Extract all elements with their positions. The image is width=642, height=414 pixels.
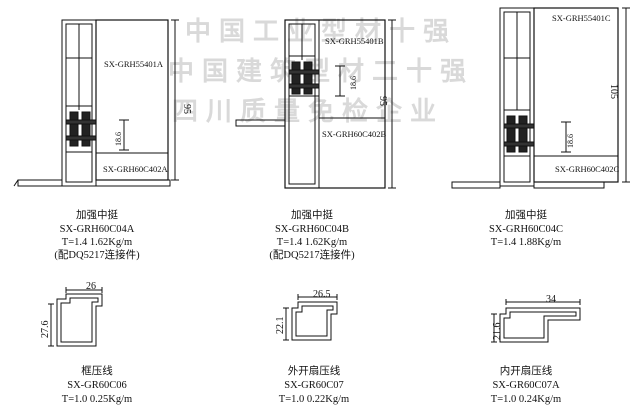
profile-b-caption-name: 加强中挺 <box>291 208 333 221</box>
profile-b-caption-note: (配DQ5217连接件) <box>269 248 355 261</box>
bead-frame-height-dim: 27.6 <box>40 321 51 339</box>
bead-frame-width-dim: 26 <box>86 281 96 292</box>
bead-outward-sash-caption-code: SX-GR60C07 <box>284 380 344 391</box>
profile-c-caption-name: 加强中挺 <box>505 208 547 221</box>
profile-b-height-dim: 95 <box>377 96 388 106</box>
profile-c-inner-dim: 18.6 <box>566 134 575 148</box>
watermark-line-3: 四川质量免检企业 <box>172 96 444 127</box>
bead-inward-sash-caption-code: SX-GR60C07A <box>492 380 560 391</box>
bead-frame-caption-spec: T=1.0 0.25Kg/m <box>62 394 132 405</box>
bead-outward-sash <box>283 294 338 341</box>
profile-c-bottom-label: SX-GRH60C402C <box>555 164 620 174</box>
bead-outward-sash-caption: 外开扇压线 SX-GR60C07 T=1.0 0.22Kg/m <box>279 364 349 405</box>
watermark-line-1: 中国工业型材十强 <box>185 17 457 47</box>
bead-outward-sash-width-dim: 26.5 <box>313 289 331 300</box>
bead-inward-sash-width-dim: 34 <box>546 294 556 305</box>
profile-a-caption: 加强中挺 SX-GRH60C04A T=1.4 1.62Kg/m (配DQ521… <box>54 208 140 261</box>
profile-b-caption: 加强中挺 SX-GRH60C04B T=1.4 1.62Kg/m (配DQ521… <box>269 208 355 261</box>
profile-a-height-dim: 95 <box>181 104 192 114</box>
profile-a-caption-note: (配DQ5217连接件) <box>54 248 140 261</box>
bead-frame-caption-name: 框压线 <box>81 364 113 377</box>
bead-frame-caption-code: SX-GR60C06 <box>67 380 127 391</box>
profile-c-top-label: SX-GRH55401C <box>552 13 611 23</box>
profile-c-caption: 加强中挺 SX-GRH60C04C T=1.4 1.88Kg/m <box>489 208 563 248</box>
bead-inward-sash <box>491 299 581 343</box>
profile-a-caption-code: SX-GRH60C04A <box>60 224 135 235</box>
bead-outward-sash-height-dim: 22.1 <box>275 317 286 335</box>
profile-a-caption-name: 加强中挺 <box>76 208 118 221</box>
profile-b-top-label: SX-GRH55401B <box>325 36 384 46</box>
profile-a-caption-spec: T=1.4 1.62Kg/m <box>62 237 132 248</box>
profile-a <box>13 19 179 187</box>
profile-b-caption-spec: T=1.4 1.62Kg/m <box>277 237 347 248</box>
profile-b-caption-code: SX-GRH60C04B <box>275 224 349 235</box>
profile-a-inner-dim: 18.6 <box>114 132 123 146</box>
bead-outward-sash-caption-name: 外开扇压线 <box>288 364 341 377</box>
profile-b-inner-dim: 18.6 <box>349 76 358 90</box>
profile-b-bottom-label: SX-GRH60C402B <box>322 129 387 139</box>
bead-inward-sash-height-dim: 21.6 <box>492 323 503 341</box>
profile-c-caption-code: SX-GRH60C04C <box>489 224 563 235</box>
profile-c <box>451 7 630 189</box>
profile-a-bottom-label: SX-GRH60C402A <box>103 164 169 174</box>
bead-inward-sash-caption-name: 内开扇压线 <box>500 364 553 377</box>
bead-inward-sash-caption-spec: T=1.0 0.24Kg/m <box>491 394 561 405</box>
watermark: 中国工业型材十强 中国建筑型材二十强 四川质量免检企业 <box>168 17 474 127</box>
profile-c-caption-spec: T=1.4 1.88Kg/m <box>491 237 561 248</box>
watermark-line-2: 中国建筑型材二十强 <box>168 56 474 87</box>
bead-outward-sash-caption-spec: T=1.0 0.22Kg/m <box>279 394 349 405</box>
profile-c-height-dim: 105 <box>608 84 619 99</box>
bead-inward-sash-caption: 内开扇压线 SX-GR60C07A T=1.0 0.24Kg/m <box>491 364 561 405</box>
profile-a-top-label: SX-GRH55401A <box>104 59 164 69</box>
bead-frame <box>48 287 103 347</box>
profile-b <box>235 19 396 189</box>
bead-frame-caption: 框压线 SX-GR60C06 T=1.0 0.25Kg/m <box>62 364 132 405</box>
